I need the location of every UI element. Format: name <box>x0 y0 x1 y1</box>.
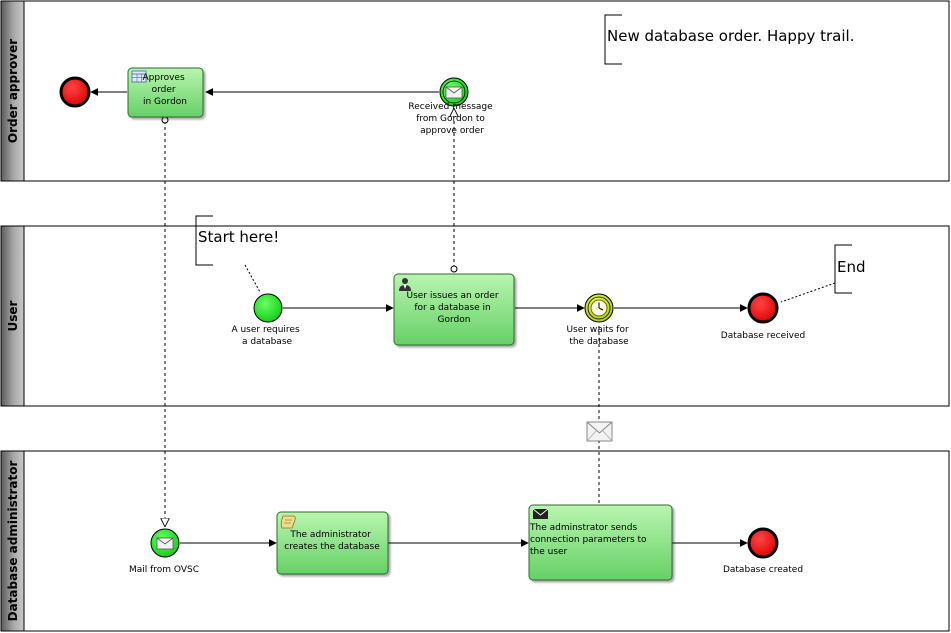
event-label: A user requires a database <box>231 325 302 347</box>
end-event-approver[interactable] <box>59 76 91 108</box>
svg-text:End: End <box>837 258 866 276</box>
task-label: The administrator creates the database <box>284 530 380 552</box>
task-admin-creates-database[interactable]: The administrator creates the database <box>276 511 389 575</box>
annotation-end: End <box>780 244 866 303</box>
event-label: Database received <box>721 331 805 341</box>
message-flow-user-to-approver <box>451 109 457 273</box>
start-event-user[interactable]: A user requires a database <box>231 293 302 347</box>
message-flow-admin-to-user <box>586 324 613 503</box>
end-event-database-received[interactable]: Database received <box>721 292 805 341</box>
script-icon <box>280 515 296 529</box>
lane-title-user: User <box>6 300 20 331</box>
lane-database-administrator: Database administrator <box>0 450 950 632</box>
event-label: Received message from Gordon to approve … <box>408 102 495 136</box>
envelope-icon <box>586 421 613 442</box>
svg-text:Start here!: Start here! <box>198 228 279 246</box>
task-label: User issues an order for a database in G… <box>407 291 502 325</box>
lane-user: User <box>0 225 950 407</box>
lane-title-order-approver: Order approver <box>6 39 20 143</box>
event-label: Database created <box>723 565 803 575</box>
table-icon <box>131 70 147 83</box>
event-label: User waits for the database <box>566 325 631 347</box>
user-icon <box>399 278 411 291</box>
lane-title-database-administrator: Database administrator <box>6 461 20 622</box>
event-label: Mail from OVSC <box>129 565 199 575</box>
task-user-issues-order[interactable]: User issues an order for a database in G… <box>393 273 515 346</box>
annotation-start-here: Start here! <box>195 215 279 293</box>
envelope-icon <box>156 537 174 550</box>
send-message-icon <box>532 508 549 519</box>
task-label: Approves order in Gordon <box>142 73 187 107</box>
annotation-happy-trail: New database order. Happy trail. <box>604 14 854 65</box>
envelope-icon <box>445 86 463 99</box>
message-start-event-mail[interactable]: Mail from OVSC <box>129 528 199 575</box>
task-label: The adminstrator sends connection parame… <box>529 523 649 557</box>
task-approves-order[interactable]: Approves order in Gordon <box>127 67 204 118</box>
svg-text:New database order. Happy trai: New database order. Happy trail. <box>607 27 854 45</box>
sequence-flows <box>90 88 748 547</box>
clock-icon <box>590 299 608 317</box>
end-event-database-created[interactable]: Database created <box>723 527 803 575</box>
message-event-received[interactable]: Received message from Gordon to approve … <box>408 77 495 136</box>
timer-event-user-waits[interactable]: User waits for the database <box>566 293 631 347</box>
task-admin-sends-parameters[interactable]: The adminstrator sends connection parame… <box>528 504 673 581</box>
